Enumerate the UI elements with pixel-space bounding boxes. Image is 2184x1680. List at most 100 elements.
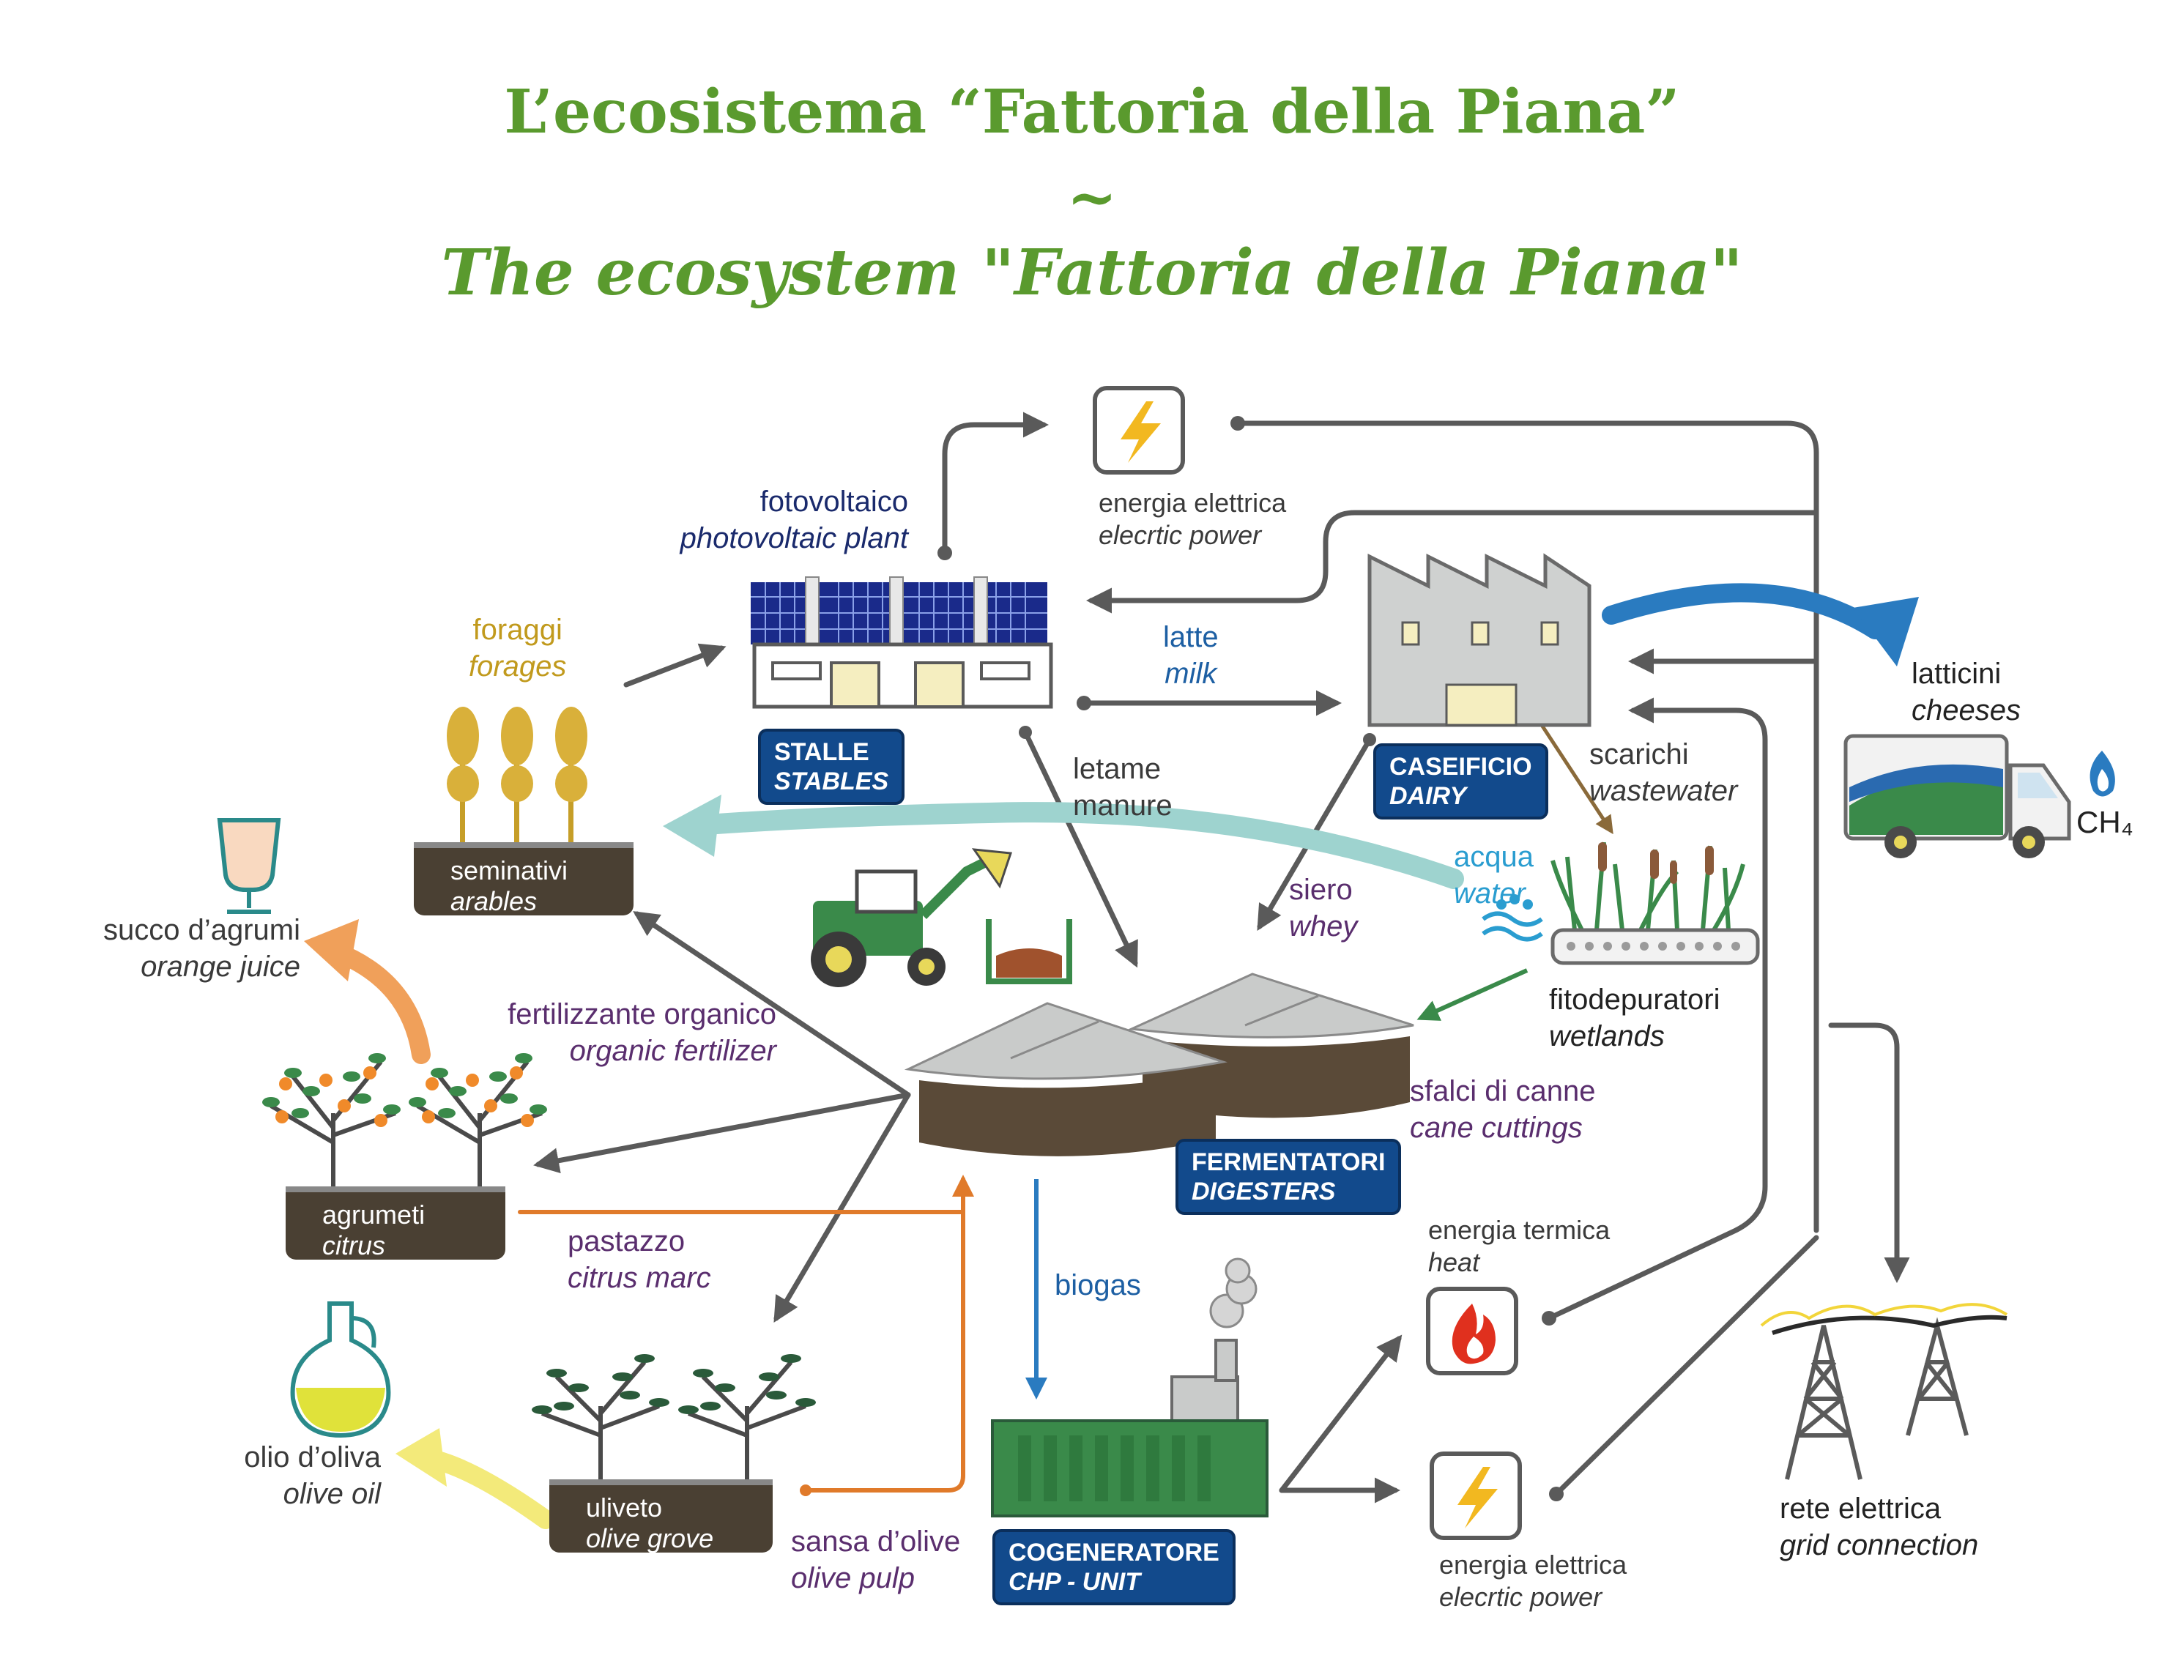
label-grid-it: rete elettrica xyxy=(1780,1493,1942,1525)
title-separator: ~ xyxy=(1066,163,1118,233)
truck-icon xyxy=(1843,734,2115,858)
label-orange-juice-it: succo d’agrumi xyxy=(103,914,300,946)
label-heat: energia termica heat xyxy=(1428,1214,1610,1279)
label-milk: latte milk xyxy=(1163,619,1219,692)
plate-arables-en: arables xyxy=(450,886,538,916)
glass-icon xyxy=(217,818,281,914)
label-wetlands-it: fitodepuratori xyxy=(1549,984,1720,1016)
badge-dairy-it: CASEIFICIO xyxy=(1389,753,1532,781)
label-olive-oil: olio d’oliva olive oil xyxy=(161,1439,381,1512)
oil-jug-icon xyxy=(290,1301,391,1438)
label-energy-top: energia elettrica elecrtic power xyxy=(1099,487,1286,551)
label-forages: foraggi forages xyxy=(469,612,566,685)
badge-digesters: FERMENTATORI DIGESTERS xyxy=(1175,1139,1402,1215)
label-cane-en: cane cuttings xyxy=(1410,1112,1583,1144)
water-drops-icon xyxy=(1482,894,1543,942)
label-water-en: water xyxy=(1454,877,1526,910)
label-olive-oil-en: olive oil xyxy=(283,1478,381,1510)
title-italian: L’ecosistema “Fattoria della Piana” xyxy=(504,77,1680,147)
label-orange-juice: succo d’agrumi orange juice xyxy=(44,912,300,985)
label-cane: sfalci di canne cane cuttings xyxy=(1410,1073,1595,1146)
label-forages-it: foraggi xyxy=(472,614,562,646)
label-cheeses-en: cheeses xyxy=(1912,694,2021,726)
badge-chp-it: COGENERATORE xyxy=(1009,1539,1219,1566)
label-biogas: biogas xyxy=(1055,1269,1141,1301)
plate-arables: seminativi arables xyxy=(414,842,634,916)
tractor-icon xyxy=(811,848,1072,987)
plate-olive-grove: uliveto olive grove xyxy=(549,1479,773,1553)
label-wastewater-en: wastewater xyxy=(1589,775,1738,807)
label-grid: rete elettrica grid connection xyxy=(1780,1490,1978,1564)
badge-chp-en: CHP - UNIT xyxy=(1009,1568,1141,1596)
badge-digesters-en: DIGESTERS xyxy=(1192,1178,1336,1205)
title-english: The ecosystem "Fattoria della Piana" xyxy=(441,236,1743,310)
label-wetlands-en: wetlands xyxy=(1549,1020,1665,1052)
label-photovoltaic-it: fotovoltaico xyxy=(759,486,908,518)
badge-stables: STALLE STABLES xyxy=(758,729,905,805)
label-cheeses: latticini cheeses xyxy=(1912,655,2021,729)
plate-olive-grove-en: olive grove xyxy=(586,1523,714,1553)
badge-dairy: CASEIFICIO DAIRY xyxy=(1373,743,1548,819)
label-cane-it: sfalci di canne xyxy=(1410,1075,1596,1107)
label-manure: letame manure xyxy=(1073,751,1173,824)
lightning-icon xyxy=(1430,1452,1522,1540)
label-heat-it: energia termica xyxy=(1428,1215,1611,1245)
label-wetlands: fitodepuratori wetlands xyxy=(1549,981,1720,1055)
label-grid-en: grid connection xyxy=(1780,1529,1979,1561)
label-forages-en: forages xyxy=(469,650,567,683)
label-olive-oil-it: olio d’oliva xyxy=(244,1441,381,1473)
label-energy-bottom-it: energia elettrica xyxy=(1439,1550,1627,1580)
label-whey-en: whey xyxy=(1289,910,1358,943)
label-energy-bottom-en: elecrtic power xyxy=(1439,1582,1602,1612)
badge-stables-en: STABLES xyxy=(774,767,889,795)
label-fertilizer-en: organic fertilizer xyxy=(569,1035,776,1067)
badge-digesters-it: FERMENTATORI xyxy=(1192,1148,1386,1176)
badge-stables-it: STALLE xyxy=(774,738,869,766)
label-energy-bottom: energia elettrica elecrtic power xyxy=(1439,1549,1627,1613)
badge-chp: COGENERATORE CHP - UNIT xyxy=(992,1529,1236,1605)
chp-unit-icon xyxy=(991,1257,1269,1517)
lightning-icon xyxy=(1093,386,1185,475)
label-wastewater-it: scarichi xyxy=(1589,738,1689,770)
label-cheeses-it: latticini xyxy=(1912,658,2002,690)
label-photovoltaic-en: photovoltaic plant xyxy=(680,522,908,554)
label-milk-it: latte xyxy=(1163,621,1219,653)
orange-tree-icon xyxy=(262,1053,547,1186)
power-pylon-icon xyxy=(1760,1303,2008,1480)
label-fertilizer-it: fertilizzante organico xyxy=(508,998,776,1030)
solar-panel-icon xyxy=(751,576,1053,709)
label-olive-pulp: sansa d’olive olive pulp xyxy=(791,1523,960,1597)
label-citrus-marc-en: citrus marc xyxy=(568,1262,711,1294)
label-wastewater: scarichi wastewater xyxy=(1589,736,1737,809)
label-photovoltaic: fotovoltaico photovoltaic plant xyxy=(615,483,908,557)
label-whey: siero whey xyxy=(1289,871,1357,945)
label-citrus-marc: pastazzo citrus marc xyxy=(568,1223,711,1296)
olive-tree-icon xyxy=(532,1354,816,1479)
plate-arables-it: seminativi xyxy=(450,855,568,885)
label-whey-it: siero xyxy=(1289,874,1353,906)
label-energy-top-it: energia elettrica xyxy=(1099,488,1287,518)
plate-citrus-en: citrus xyxy=(322,1230,386,1260)
label-manure-en: manure xyxy=(1073,789,1173,822)
label-manure-it: letame xyxy=(1073,753,1162,785)
factory-icon xyxy=(1367,553,1591,727)
badge-dairy-en: DAIRY xyxy=(1389,782,1467,810)
label-milk-en: milk xyxy=(1165,658,1217,690)
label-ch4: CH₄ xyxy=(2076,805,2133,839)
plate-citrus-it: agrumeti xyxy=(322,1200,426,1230)
plate-citrus: agrumeti citrus xyxy=(286,1186,505,1260)
label-heat-en: heat xyxy=(1428,1247,1480,1277)
label-olive-pulp-en: olive pulp xyxy=(791,1562,915,1594)
label-citrus-marc-it: pastazzo xyxy=(568,1225,686,1257)
label-olive-pulp-it: sansa d’olive xyxy=(791,1525,961,1558)
flame-icon xyxy=(1426,1287,1518,1375)
label-fertilizer: fertilizzante organico organic fertilize… xyxy=(439,996,776,1069)
label-water: acqua water xyxy=(1454,839,1534,912)
plate-olive-grove-it: uliveto xyxy=(586,1493,663,1523)
digester-icon xyxy=(904,973,1414,1156)
label-orange-juice-en: orange juice xyxy=(141,951,300,983)
label-water-it: acqua xyxy=(1454,841,1534,873)
label-energy-top-en: elecrtic power xyxy=(1099,520,1262,550)
reeds-icon xyxy=(1550,841,1760,965)
